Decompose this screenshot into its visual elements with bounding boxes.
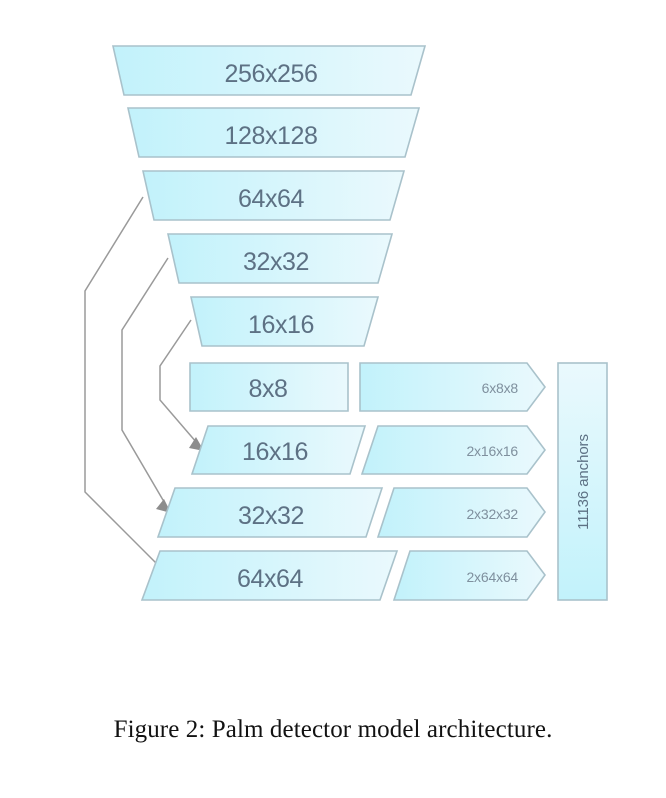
decoder-stack: 8x8 16x16 32x32 64x64 xyxy=(140,362,399,601)
encoder-block-3[interactable]: 32x32 xyxy=(167,233,394,284)
encoder-block-1-label: 128x128 xyxy=(224,122,317,150)
output-block-2-label: 2x32x32 xyxy=(466,506,518,522)
decoder-block-1[interactable]: 16x16 xyxy=(190,425,367,475)
encoder-block-0[interactable]: 256x256 xyxy=(112,45,427,96)
decoder-block-3-label: 64x64 xyxy=(237,565,304,593)
output-block-3-label: 2x64x64 xyxy=(466,569,518,585)
anchors-bar-label: 11136 anchors xyxy=(575,434,592,530)
output-block-2[interactable]: 2x32x32 xyxy=(376,487,546,538)
figure-caption: Figure 2: Palm detector model architectu… xyxy=(113,716,553,743)
output-block-1[interactable]: 2x16x16 xyxy=(360,425,546,475)
skip-connection-64 xyxy=(84,196,169,576)
output-block-0-label: 6x8x8 xyxy=(482,380,519,396)
output-block-3[interactable]: 2x64x64 xyxy=(392,550,546,601)
encoder-block-4[interactable]: 16x16 xyxy=(190,296,380,347)
output-block-0[interactable]: 6x8x8 xyxy=(359,362,546,412)
encoder-block-2-label: 64x64 xyxy=(238,185,305,213)
output-tensors: 6x8x8 2x16x16 2x32x32 2x64x64 xyxy=(359,362,546,601)
anchors-bar[interactable]: 11136 anchors xyxy=(557,362,608,601)
decoder-block-2-label: 32x32 xyxy=(238,502,304,530)
decoder-block-1-label: 16x16 xyxy=(242,438,308,466)
skip-connections xyxy=(84,196,204,576)
output-block-1-label: 2x16x16 xyxy=(466,443,518,459)
encoder-stack: 256x256 128x128 64x64 32x32 16x16 xyxy=(112,45,427,347)
encoder-block-4-label: 16x16 xyxy=(248,311,314,339)
decoder-block-3[interactable]: 64x64 xyxy=(140,550,399,601)
decoder-block-2[interactable]: 32x32 xyxy=(156,487,384,538)
encoder-block-3-label: 32x32 xyxy=(243,248,309,276)
decoder-block-0[interactable]: 8x8 xyxy=(189,362,349,412)
decoder-block-0-label: 8x8 xyxy=(248,375,287,403)
skip-connection-32 xyxy=(121,257,171,513)
encoder-block-0-label: 256x256 xyxy=(224,60,317,88)
encoder-block-2[interactable]: 64x64 xyxy=(142,170,406,221)
encoder-block-1[interactable]: 128x128 xyxy=(127,107,421,158)
architecture-diagram: 256x256 128x128 64x64 32x32 16x16 xyxy=(84,45,608,601)
